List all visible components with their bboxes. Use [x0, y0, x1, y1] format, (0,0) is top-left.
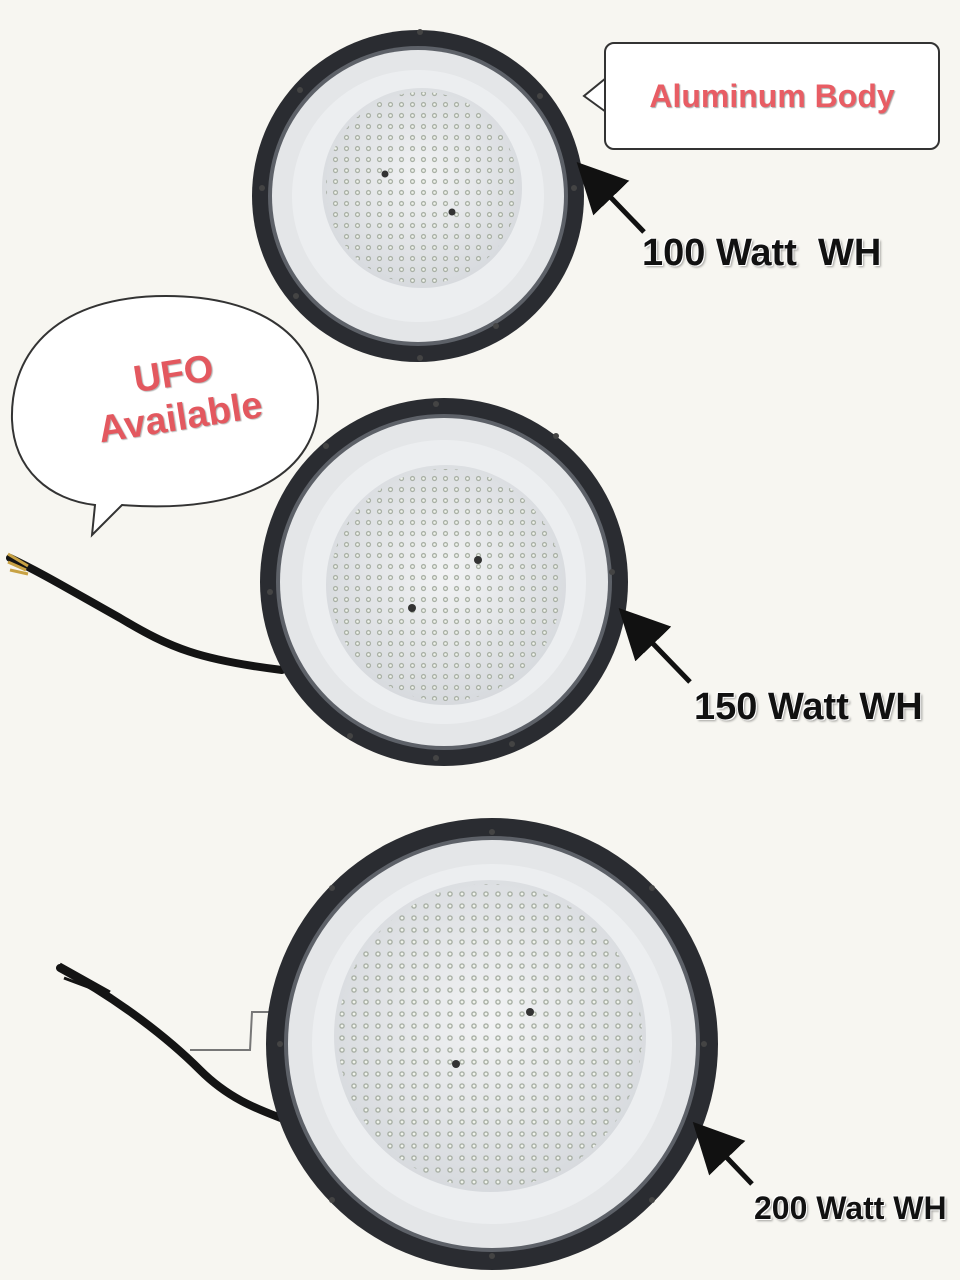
light-150w	[6, 398, 628, 766]
arrow-100w	[576, 161, 646, 234]
light-100w	[252, 29, 584, 362]
aluminum-body-callout: Aluminum Body	[604, 42, 940, 150]
label-100w: 100 Watt WH	[642, 232, 882, 274]
label-150w: 150 Watt WH	[694, 686, 923, 728]
arrow-200w	[692, 1121, 754, 1186]
label-200w: 200 Watt WH	[754, 1190, 947, 1226]
aluminum-body-text: Aluminum Body	[649, 77, 895, 114]
ufo-speech-bubble	[10, 294, 320, 538]
callout-pointer	[582, 77, 607, 113]
light-200w	[56, 818, 718, 1270]
arrow-150w	[618, 608, 692, 684]
